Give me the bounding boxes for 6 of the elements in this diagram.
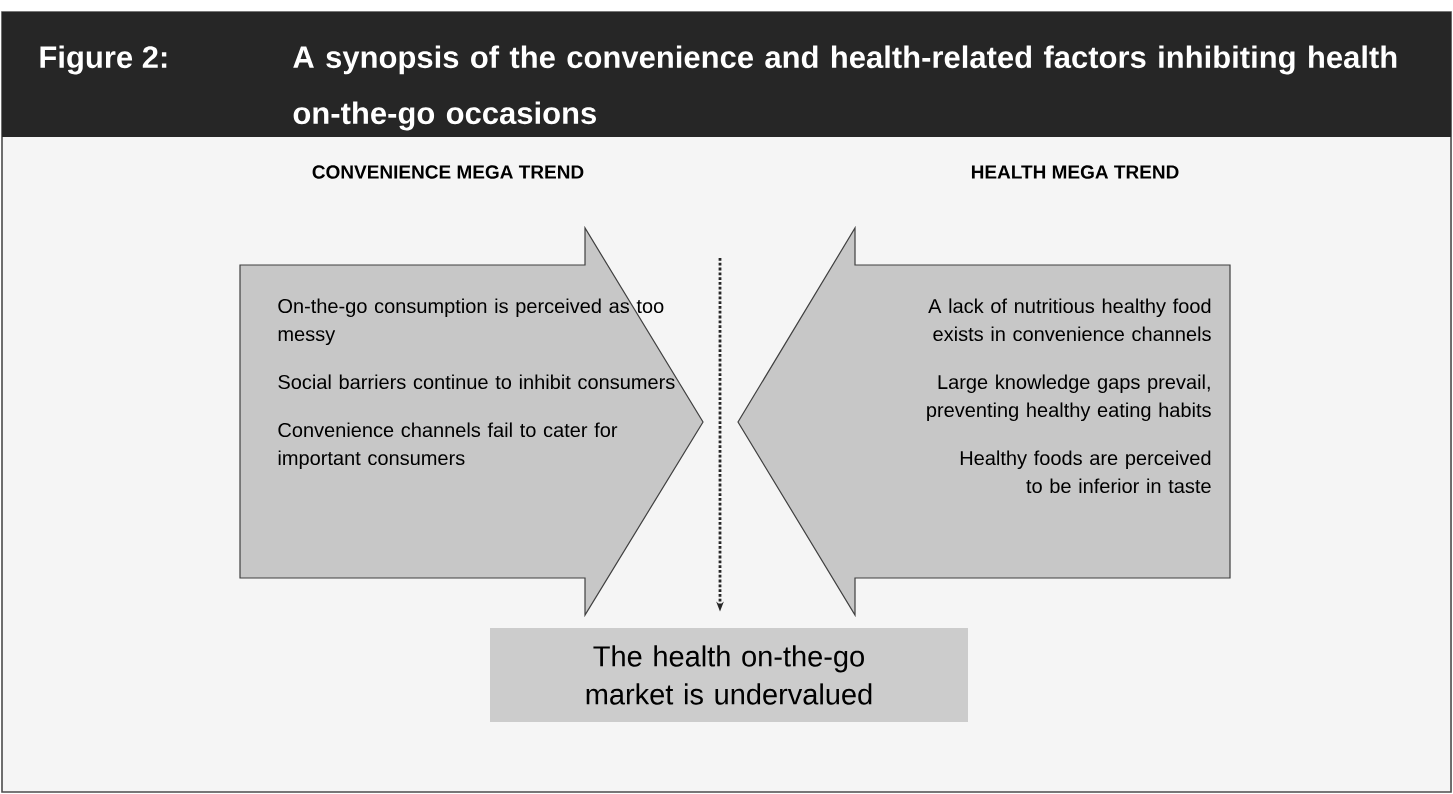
column-heading: CONVENIENCE MEGA TREND bbox=[312, 165, 584, 179]
column-heading: HEALTH MEGA TREND bbox=[971, 165, 1179, 179]
diagram-title: A synopsis of the convenience and health-related factors inhibiting health on-the-go occasions bbox=[293, 45, 1397, 131]
result-box: The health on-the-go market is undervalued bbox=[490, 628, 968, 722]
title-band: Figure 2: A synopsis of the convenience and health-related factors inhibiting health on-the-go occasions bbox=[2, 12, 1451, 137]
label: Figure 2: bbox=[40, 45, 167, 75]
